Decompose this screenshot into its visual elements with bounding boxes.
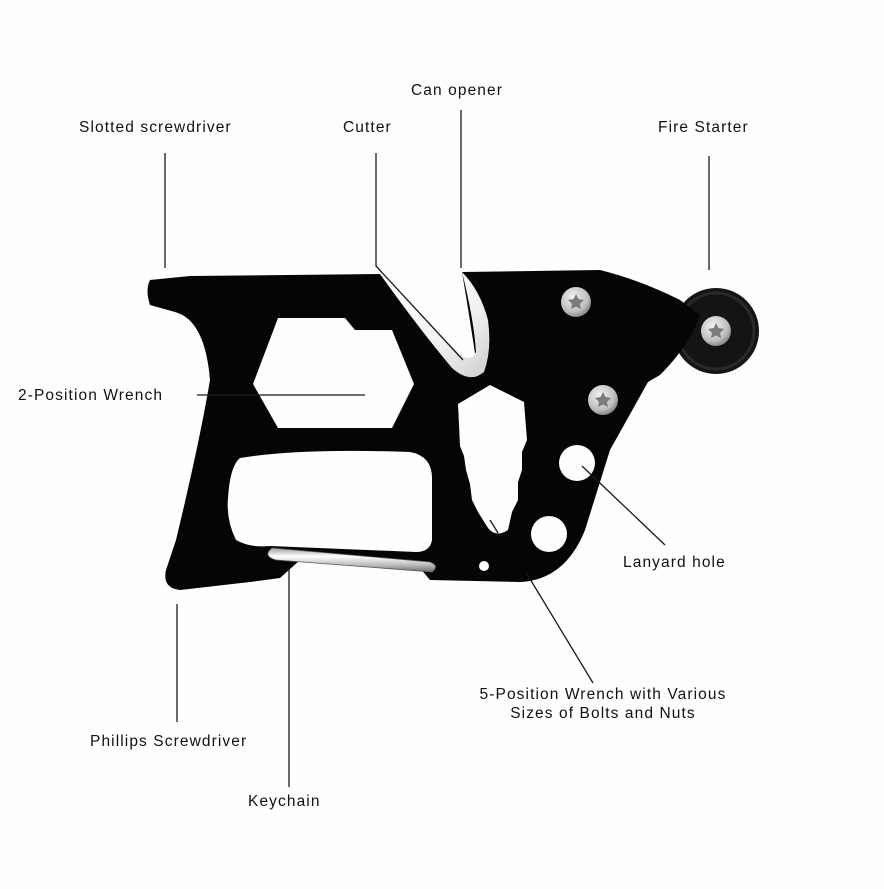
- keychain-wire: [267, 547, 436, 573]
- label-fire-starter: Fire Starter: [658, 119, 749, 136]
- lanyard-hole-upper: [559, 445, 595, 481]
- label-two-position-wrench: 2-Position Wrench: [18, 387, 164, 404]
- leader-five-position-wrench: [526, 573, 594, 684]
- two-position-wrench-cutout: [253, 318, 414, 428]
- leader-lanyard-hole: [581, 465, 666, 546]
- screw-wheel: [701, 316, 731, 346]
- label-can-opener: Can opener: [411, 82, 504, 99]
- leader-cutter: [375, 153, 464, 361]
- cutter-notch: [380, 272, 490, 378]
- label-five-position-wrench: 5-Position Wrench with Various Sizes of …: [455, 686, 751, 723]
- lanyard-hole-lower: [531, 516, 567, 552]
- label-cutter: Cutter: [343, 119, 392, 136]
- label-keychain: Keychain: [248, 793, 321, 810]
- label-five-position-wrench-line2: Sizes of Bolts and Nuts: [510, 705, 696, 722]
- screw-middle: [588, 385, 618, 415]
- five-position-wrench-cutout: [458, 385, 527, 534]
- screw-top: [561, 287, 591, 317]
- leader-lines: [164, 110, 710, 787]
- label-five-position-wrench-line1: 5-Position Wrench with Various: [479, 686, 727, 703]
- label-phillips-screwdriver: Phillips Screwdriver: [90, 733, 248, 750]
- lower-cutout: [227, 450, 432, 552]
- label-lanyard-hole: Lanyard hole: [623, 554, 726, 571]
- label-slotted-screwdriver: Slotted screwdriver: [79, 119, 232, 136]
- small-hole: [479, 561, 489, 571]
- leader-five-position-inner: [489, 519, 499, 534]
